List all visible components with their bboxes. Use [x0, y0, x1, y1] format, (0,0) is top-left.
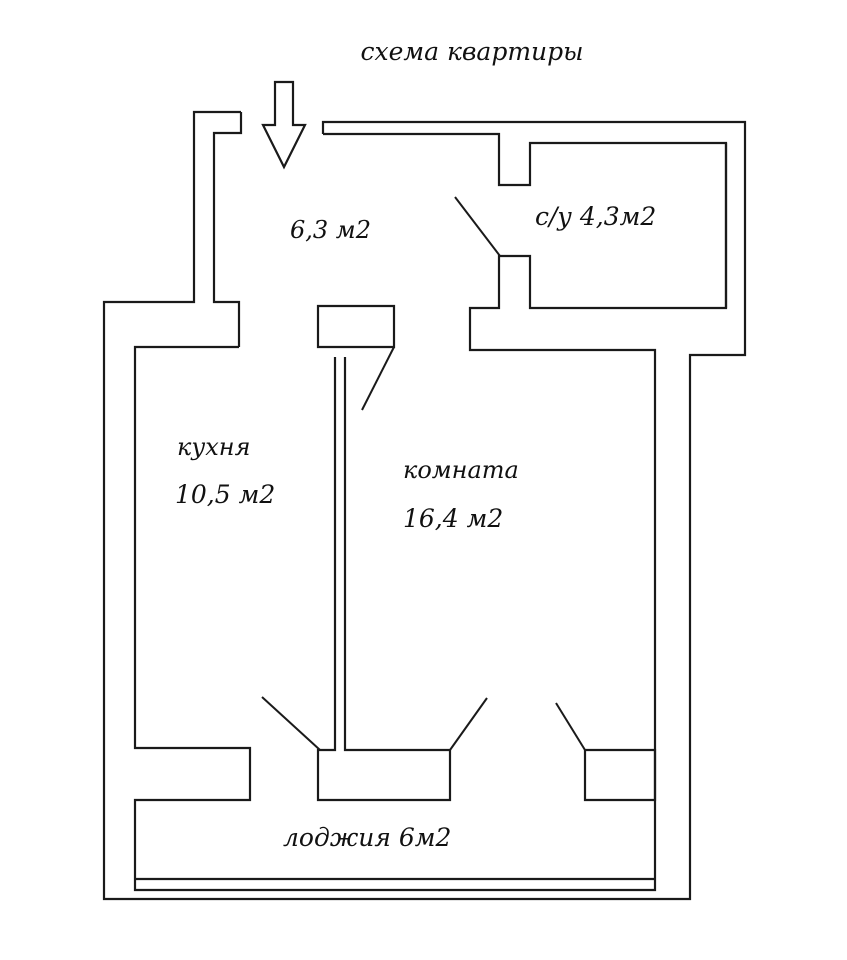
kitchen-area-label: 10,5 м2: [175, 480, 275, 509]
doors: [261, 196, 586, 751]
inner-wall-entry-left: [212, 112, 243, 347]
door-kitchen-loggia: [261, 696, 321, 751]
inner-wall-hall-bath-room: [133, 132, 728, 892]
room-area-label: 16,4 м2: [403, 504, 503, 533]
outer-wall: [102, 110, 747, 901]
hall-area-label: 6,3 м2: [290, 216, 371, 244]
room-bottom-right-block: [583, 748, 657, 802]
loggia-label: лоджия 6м2: [283, 823, 451, 852]
kitchen-name-label: кухня: [177, 433, 251, 461]
partition-block: [316, 304, 396, 349]
down-arrow-icon: [261, 80, 307, 170]
door-room: [361, 346, 395, 411]
door-bathroom: [454, 196, 501, 257]
walls: [102, 110, 747, 901]
door-room-loggia-right: [555, 702, 586, 751]
partition-wall: [316, 357, 452, 802]
bathroom-label: с/у 4,3м2: [535, 202, 656, 231]
plan-title: схема квартиры: [360, 37, 583, 66]
door-room-loggia-left: [449, 697, 488, 751]
room-name-label: комната: [403, 456, 519, 484]
